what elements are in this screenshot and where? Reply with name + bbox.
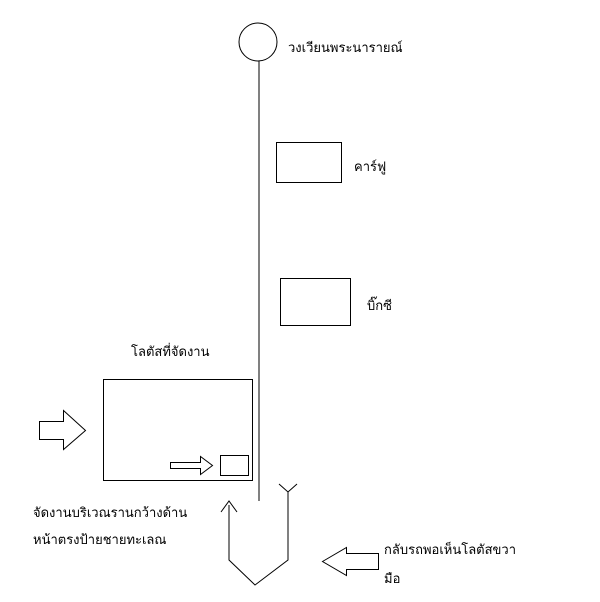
uturn-note-line1: กลับรถพอเห็นโลตัสขวา: [384, 540, 516, 558]
bigc-building: [280, 278, 351, 326]
lotus-label: โลตัสที่จัดงาน: [131, 343, 210, 360]
roundabout-circle-icon: [238, 22, 278, 62]
carrefour-building: [276, 142, 342, 183]
uturn-arrowhead-icon: [220, 500, 238, 513]
venue-note-line2: หน้าตรงป้ายชายทะเลณ: [33, 533, 166, 548]
entrance-right-arrow-icon: [39, 409, 87, 451]
uturn-path-icon: [228, 492, 289, 586]
booth-right-arrow-icon: [170, 455, 214, 476]
roundabout-label: วงเวียนพระนารายณ์: [288, 40, 403, 56]
venue-booth: [220, 455, 249, 476]
uturn-note-line2: มือ: [384, 571, 400, 587]
carrefour-label: คาร์ฟู: [354, 159, 386, 175]
bigc-label: บิ๊กซี: [367, 296, 392, 314]
venue-note-line1: จัดงานบริเวณรานกว้างด้าน: [33, 506, 187, 521]
uturn-hint-left-arrow-icon: [321, 546, 379, 577]
uturn-split-icon: [278, 483, 298, 493]
